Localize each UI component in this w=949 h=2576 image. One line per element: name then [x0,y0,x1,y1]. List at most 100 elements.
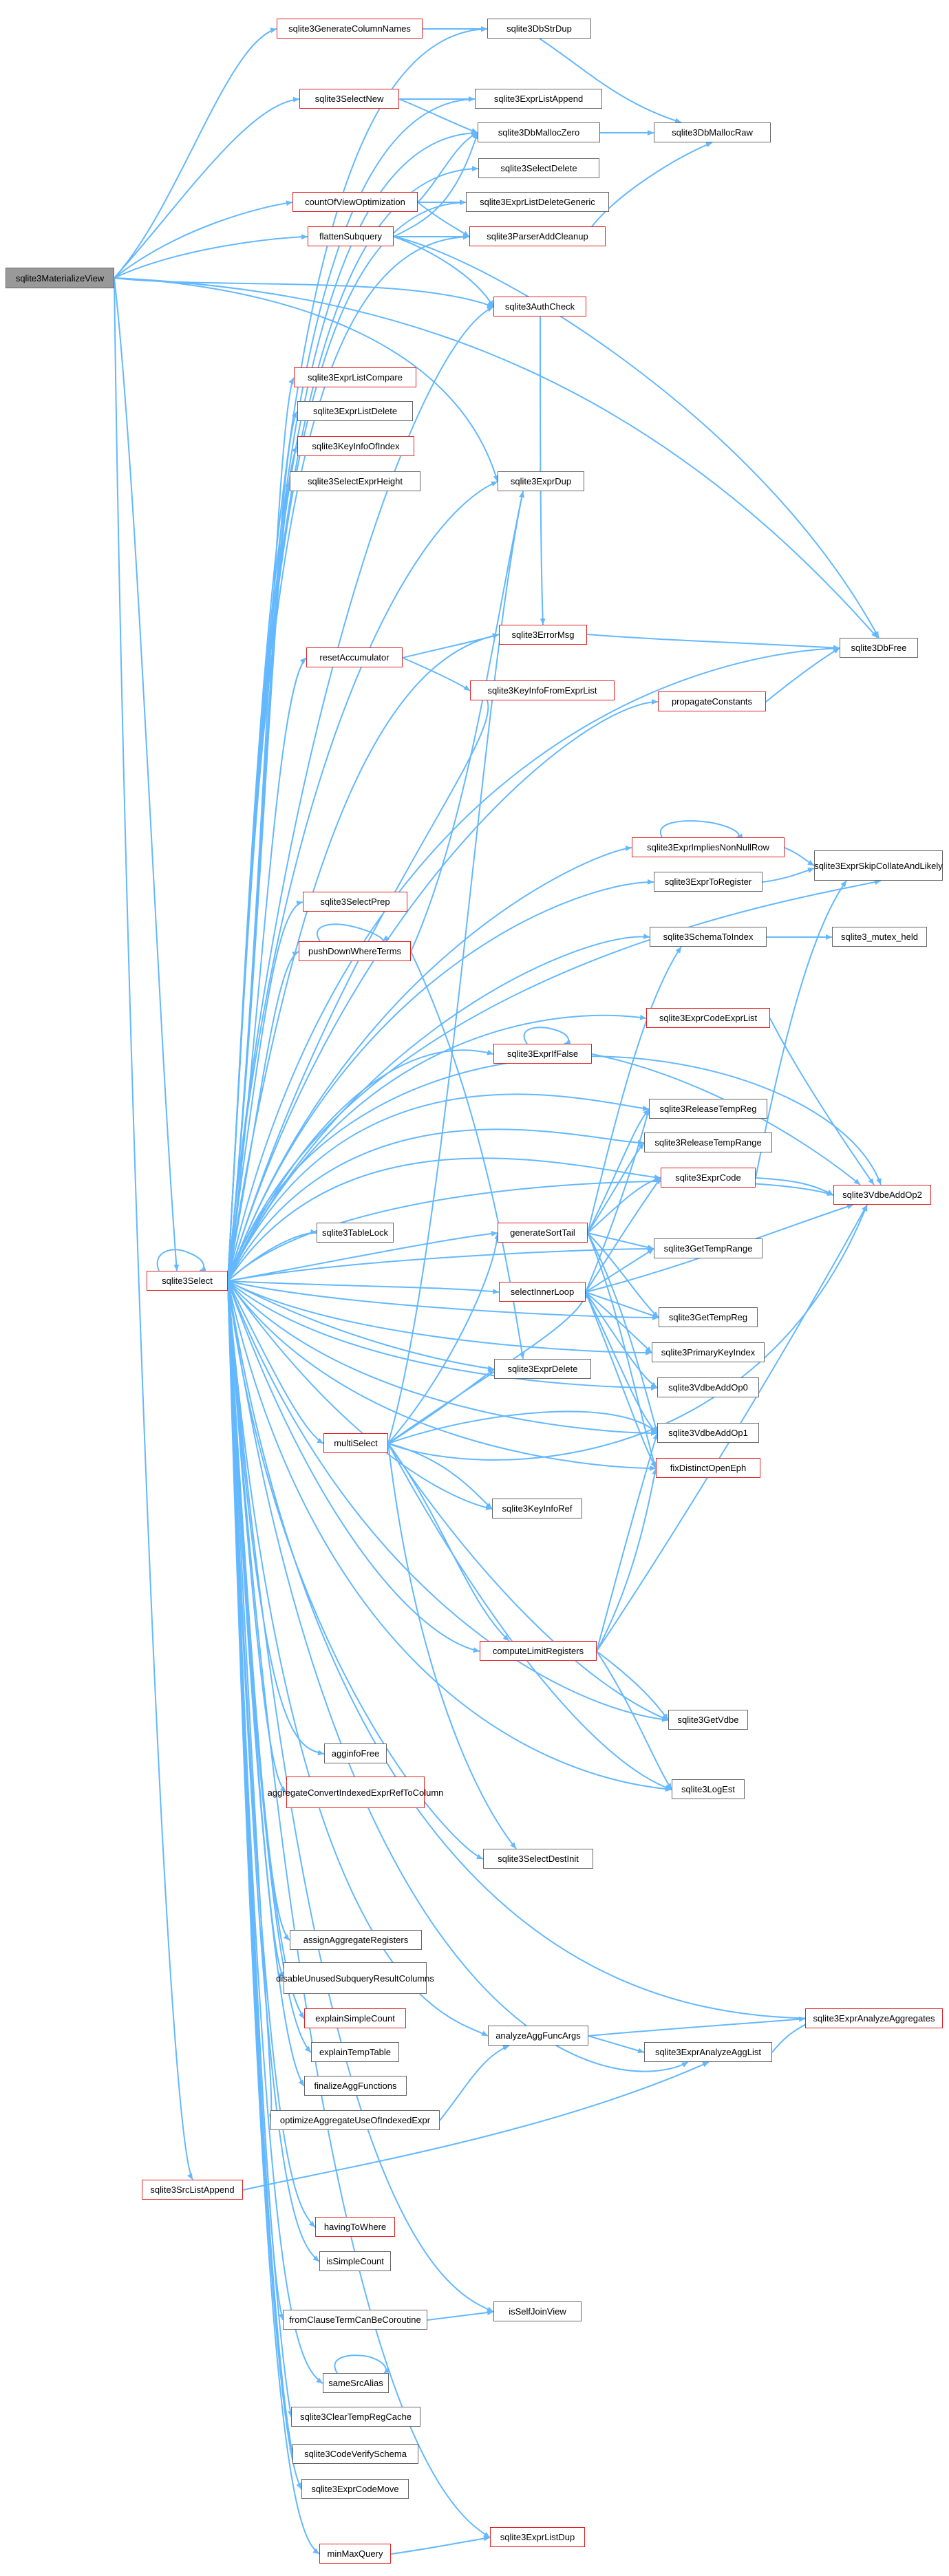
node-sqlite3gettempreg[interactable]: sqlite3GetTempReg [659,1307,758,1327]
node-isselfjoinview[interactable]: isSelfJoinView [493,2301,582,2321]
node-pushdownwhereterms[interactable]: pushDownWhereTerms [299,941,411,961]
node-havingtowhere[interactable]: havingToWhere [315,2217,395,2237]
node-resetaccumulator[interactable]: resetAccumulator [306,647,403,667]
node-aggregateconvertindexedexprreftocolumn[interactable]: aggregateConvertIndexedExprRefToColumn [268,1777,443,1808]
node-fixdistinctopeneph[interactable]: fixDistinctOpenEph [656,1458,760,1478]
node-issimplecount[interactable]: isSimpleCount [319,2251,391,2271]
node-sqlite3tablelock[interactable]: sqlite3TableLock [317,1223,394,1243]
call-edge [227,26,488,1282]
node-generatesorttail[interactable]: generateSortTail [498,1223,588,1243]
node-sqlite3keyinfofromexprlist[interactable]: sqlite3KeyInfoFromExprList [470,680,615,700]
node-computelimitregisters[interactable]: computeLimitRegisters [480,1641,597,1661]
node-sqlite3selectdelete[interactable]: sqlite3SelectDelete [478,158,599,178]
node-sqlite3cleartempregcache[interactable]: sqlite3ClearTempRegCache [291,2407,420,2427]
node-sqlite3keyinfoofindex[interactable]: sqlite3KeyInfoOfIndex [297,436,414,456]
node-sqlite3getvdbe[interactable]: sqlite3GetVdbe [668,1710,748,1730]
node-sqlite3-mutex-held[interactable]: sqlite3_mutex_held [832,927,927,947]
node-sqlite3dbmallocraw[interactable]: sqlite3DbMallocRaw [654,122,771,142]
node-explaintemptable[interactable]: explainTempTable [311,2042,399,2062]
node-agginfofree[interactable]: agginfoFree [324,1743,387,1763]
call-edge [227,1280,325,1756]
node-sqlite3exprlistdeletegeneric[interactable]: sqlite3ExprListDeleteGeneric [466,192,609,212]
node-sqlite3vdbeaddop1[interactable]: sqlite3VdbeAddOp1 [657,1423,759,1443]
call-edge [227,1280,320,2555]
call-edge [227,879,882,1282]
call-edge [114,277,878,638]
node-sqlite3selectnew[interactable]: sqlite3SelectNew [299,89,399,109]
node-sqlite3logest[interactable]: sqlite3LogEst [672,1779,745,1799]
node-sqlite3exprisfalse[interactable]: sqlite3ExprIfFalse [493,1044,592,1064]
node-optimizeaggregateuseofindexedexpr[interactable]: optimizeAggregateUseOfIndexedExpr [270,2110,440,2130]
call-edge [417,132,478,203]
node-sqlite3select[interactable]: sqlite3Select [147,1271,228,1291]
node-sqlite3keyinforef[interactable]: sqlite3KeyInfoRef [492,1499,582,1518]
node-sqlite3exprcodeexprlist[interactable]: sqlite3ExprCodeExprList [646,1008,770,1028]
node-sqlite3gettemprange[interactable]: sqlite3GetTempRange [654,1238,763,1258]
call-edge [114,28,277,279]
node-selectinnerloop[interactable]: selectInnerLoop [499,1282,586,1302]
node-sqlite3exprlistappend[interactable]: sqlite3ExprListAppend [475,89,602,109]
call-edge [387,1232,500,1444]
node-sqlite3expranalyzeagglist[interactable]: sqlite3ExprAnalyzeAggList [644,2042,772,2062]
node-sqlite3selectdestinit[interactable]: sqlite3SelectDestInit [483,1849,593,1869]
call-edge [762,868,815,883]
node-sqlite3exprcode[interactable]: sqlite3ExprCode [661,1168,756,1188]
node-sqlite3exprdelete[interactable]: sqlite3ExprDelete [494,1359,591,1379]
node-sqlite3codeverifyschema[interactable]: sqlite3CodeVerifySchema [292,2444,418,2464]
call-edge [227,901,303,1282]
call-edge [227,1280,494,2312]
node-sqlite3exprlistdelete[interactable]: sqlite3ExprListDelete [297,401,413,421]
node-finalizeaggfunctions[interactable]: finalizeAggFunctions [304,2076,407,2096]
node-sqlite3exprdup[interactable]: sqlite3ExprDup [498,471,584,491]
node-disableunusedsubqueryresultcolumns[interactable]: disableUnusedSubqueryResultColumns [276,1962,434,1994]
node-multiselect[interactable]: multiSelect [323,1433,388,1453]
call-edge [227,633,500,1282]
call-edge [114,96,300,279]
node-sqlite3dbstrdup[interactable]: sqlite3DbStrDup [487,19,591,39]
node-fromclausetermcanbecoroutine[interactable]: fromClauseTermCanBeCoroutine [283,2310,427,2330]
call-edge [596,1468,658,1652]
node-sqlite3releasetempreg[interactable]: sqlite3ReleaseTempReg [649,1099,767,1119]
node-propagateconstants[interactable]: propagateConstants [658,691,766,711]
call-edge [417,202,470,237]
node-sqlite3authcheck[interactable]: sqlite3AuthCheck [493,297,586,316]
node-sqlite3exprlistcompare[interactable]: sqlite3ExprListCompare [294,367,416,387]
node-sqlite3dbmalloczero[interactable]: sqlite3DbMallocZero [478,122,600,142]
node-sqlite3materializeview[interactable]: sqlite3MaterializeView [6,268,114,288]
node-sqlite3exprimpliesnonnullrow[interactable]: sqlite3ExprImpliesNonNullRow [632,837,785,857]
node-sqlite3exprcodemove[interactable]: sqlite3ExprCodeMove [301,2479,409,2499]
call-edge [227,1280,658,1391]
node-sqlite3selectexprheight[interactable]: sqlite3SelectExprHeight [290,471,420,491]
node-minmaxquery[interactable]: minMaxQuery [319,2544,391,2564]
node-sqlite3primarykeyindex[interactable]: sqlite3PrimaryKeyIndex [652,1342,765,1362]
call-edge [227,645,840,1282]
node-sqlite3dbfree[interactable]: sqlite3DbFree [840,638,918,658]
node-sqlite3vdbeaddop0[interactable]: sqlite3VdbeAddOp0 [657,1377,759,1397]
call-edge [587,1177,661,1234]
call-edge [227,846,632,1282]
node-sqlite3exprtoregister[interactable]: sqlite3ExprToRegister [654,872,763,892]
node-explainsimplecount[interactable]: explainSimpleCount [304,2008,406,2028]
node-flattensubquery[interactable]: flattenSubquery [308,226,394,246]
node-sqlite3exprlistdup[interactable]: sqlite3ExprListDup [490,2527,585,2547]
node-sqlite3errormsg[interactable]: sqlite3ErrorMsg [499,625,587,645]
call-edge [387,491,525,1444]
node-sqlite3releasetemprange[interactable]: sqlite3ReleaseTempRange [644,1133,772,1152]
node-sqlite3vdbeaddop2[interactable]: sqlite3VdbeAddOp2 [833,1185,931,1205]
node-samesrcalias[interactable]: sameSrcAlias [323,2373,389,2393]
node-sqlite3generatecolumnnames[interactable]: sqlite3GenerateColumnNames [277,19,423,39]
call-edge [585,1291,659,1318]
node-sqlite3parseraddcleanup[interactable]: sqlite3ParserAddCleanup [469,226,606,246]
call-edge [227,1280,324,1444]
node-sqlite3selectprep[interactable]: sqlite3SelectPrep [303,892,407,912]
node-analyzeaggfuncargs[interactable]: analyzeAggFuncArgs [488,2026,588,2046]
node-sqlite3srclistappend[interactable]: sqlite3SrcListAppend [142,2180,243,2200]
call-edge [227,1280,305,2087]
node-assignaggregateregisters[interactable]: assignAggregateRegisters [290,1930,422,1950]
call-edge [410,951,525,1360]
node-sqlite3schematoindex[interactable]: sqlite3SchemaToIndex [650,927,767,947]
node-sqlite3expranalyzeaggregates[interactable]: sqlite3ExprAnalyzeAggregates [805,2008,943,2028]
node-countofviewoptimization[interactable]: countOfViewOptimization [292,192,418,212]
node-sqlite3exprskipcollateandlikely[interactable]: sqlite3ExprSkipCollateAndLikely [814,850,943,881]
